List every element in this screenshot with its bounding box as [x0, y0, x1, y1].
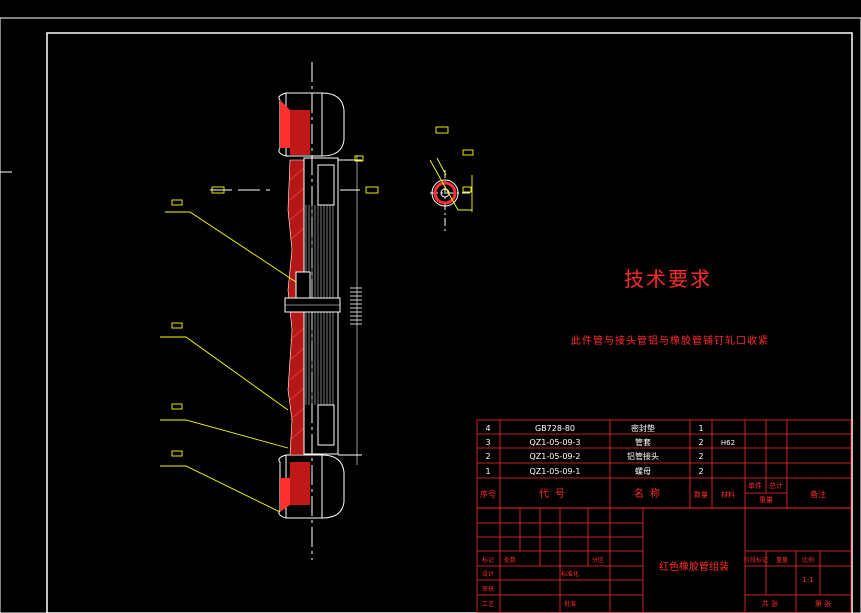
bom-row-name: 管套 [635, 437, 651, 447]
detail-view [429, 126, 474, 232]
leader-lines [160, 155, 379, 513]
scale-value: 1:1 [802, 576, 813, 584]
label-review: 审核 [482, 585, 494, 593]
bom-row-qty: 2 [698, 467, 703, 476]
inner-frame [46, 32, 853, 613]
bom-header: 序号 代号 名称 数量 材料 单件 总计 重量 备注 [480, 481, 826, 504]
lower-fitting [317, 404, 335, 446]
bom-row-name: 螺母 [635, 466, 651, 476]
bom-header-material: 材料 [721, 490, 735, 499]
bom-row-qty: 2 [698, 438, 703, 447]
bom-header-no: 序号 [480, 489, 496, 499]
bom-row-code: GB728-80 [535, 424, 575, 433]
bom-header-weight: 重量 [759, 496, 773, 504]
outer-frame [0, 17, 861, 613]
label-mark: 标记 [482, 556, 494, 564]
assembly-name: 红色橡胶管组装 [659, 560, 729, 573]
bom-header-total: 总计 [769, 481, 783, 490]
label-weight: 重量 [776, 556, 788, 564]
bom-row-qty: 1 [698, 424, 703, 433]
bom-header-name: 名称 [634, 487, 666, 500]
bom-header-qty: 数量 [694, 490, 708, 499]
bom-row-no: 2 [485, 452, 490, 461]
bom-row-name: 铝管接头 [627, 451, 659, 461]
label-process: 工艺 [482, 600, 494, 608]
label-standard: 标准化 [561, 570, 579, 578]
sheet-count: 共 张 [762, 599, 778, 608]
bom-row-no: 4 [485, 424, 490, 433]
sheet-number: 第 张 [815, 599, 831, 608]
tech-requirements-text: 此件管与接头管铝与橡胶管铺钉轧口收紧 [571, 334, 769, 347]
upper-fitting [317, 164, 335, 206]
bom-row-qty: 2 [698, 452, 703, 461]
bom-table [476, 419, 852, 509]
label-zone: 分区 [592, 556, 604, 564]
label-design: 设计 [482, 570, 494, 578]
bom-row-material: H62 [721, 439, 735, 447]
main-section-view [160, 62, 379, 560]
label-approve: 批准 [564, 600, 576, 608]
bom-row-code: QZ1-05-09-3 [530, 438, 581, 447]
title-block-labels: 标记 处数 分区 设计 标准化 审核 工艺 批准 阶段标记 重量 比例 红色橡胶… [482, 556, 831, 608]
label-stage: 阶段标记 [744, 556, 768, 564]
label-count: 处数 [504, 556, 516, 564]
bom-row-no: 1 [485, 467, 490, 476]
top-nut [278, 92, 345, 157]
bom-row-name: 密封垫 [631, 423, 655, 433]
bom-header-remark: 备注 [810, 489, 826, 499]
label-scale: 比例 [802, 556, 814, 564]
bom-rows: 4 GB728-80 密封垫 1 3 QZ1-05-09-3 管套 2 H62 … [485, 423, 735, 476]
bom-row-no: 3 [485, 438, 490, 447]
bom-header-unit: 单件 [748, 481, 762, 490]
title-block [476, 507, 852, 613]
bom-row-code: QZ1-05-09-2 [530, 452, 581, 461]
bottom-nut [278, 454, 345, 519]
tech-requirements-heading: 技术要求 [624, 267, 712, 291]
bom-header-code: 代号 [539, 488, 571, 500]
bom-row-code: QZ1-05-09-1 [530, 467, 581, 476]
